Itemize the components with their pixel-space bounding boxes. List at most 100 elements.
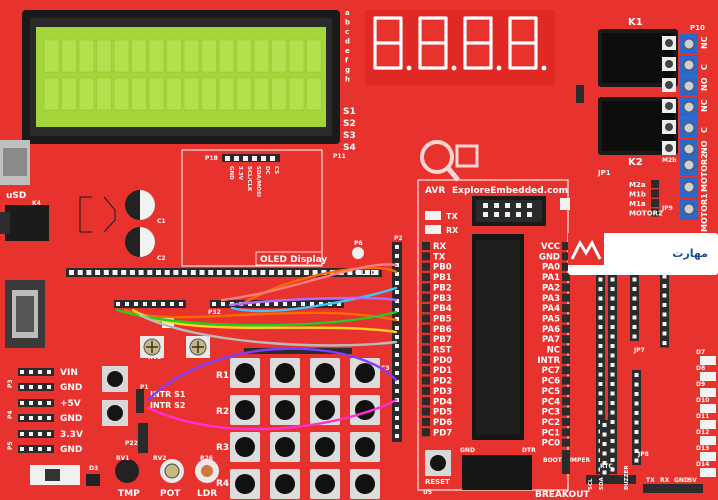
avr-right-pin <box>562 345 570 354</box>
right-header-hole <box>610 410 615 415</box>
led-label: D9 <box>696 381 705 388</box>
right-header-hole <box>634 382 639 387</box>
svg-text:RX: RX <box>446 226 459 235</box>
relay-k1: K1 <box>598 17 678 87</box>
avr-left-pin <box>422 335 430 344</box>
avr-left-pin <box>422 242 430 250</box>
svg-text:D3: D3 <box>89 465 98 472</box>
jp9-label: M2b <box>662 157 677 164</box>
lcd-cell <box>113 77 130 111</box>
lcd-cell <box>148 39 165 73</box>
right-header-hole <box>662 293 667 298</box>
digit-0 <box>373 16 403 70</box>
avr-right-pin-label: PC3 <box>542 408 560 418</box>
terminal-screw <box>683 203 695 215</box>
buzzer-outline <box>79 196 116 233</box>
right-header-hole <box>598 372 603 377</box>
keypad-4x4 <box>230 358 380 499</box>
svg-text:GND: GND <box>460 447 475 454</box>
digit-dot <box>496 65 502 71</box>
avr-right-pin <box>562 273 570 282</box>
right-header-hole <box>598 401 603 405</box>
right-header-hole <box>634 439 639 444</box>
avr-left-pin-label: PB0 <box>433 263 452 273</box>
isp-pin <box>516 212 521 217</box>
switch-label-3: S3 <box>343 131 356 141</box>
tmp-label: TMP <box>118 489 140 499</box>
uart-label: 5V <box>688 477 697 484</box>
avr-left-pin-label: PB5 <box>433 314 452 324</box>
led <box>700 356 716 365</box>
header-hole <box>234 270 240 275</box>
jumper-wire-7 <box>146 347 398 402</box>
lcd-cell <box>271 39 287 73</box>
avr-left-pin-label: PD1 <box>433 366 452 376</box>
side-hole <box>395 326 399 330</box>
lcd-cell <box>78 39 95 73</box>
avr-left-pin <box>422 386 430 395</box>
right-header-hole <box>598 315 603 320</box>
avr-module: AVR ExploreEmbedded.com GND DTR RESET U5… <box>417 179 591 500</box>
right-header-hole <box>598 287 603 291</box>
svg-text:DTR: DTR <box>522 447 536 454</box>
jumper-wire-2 <box>220 263 398 302</box>
avr-left-pin-label: PB2 <box>433 283 452 293</box>
lcd-cell <box>218 77 235 111</box>
motor-pin-label: M2a <box>629 181 646 189</box>
pin-hole <box>212 302 216 306</box>
watermark-logo: مهارت <box>568 233 718 275</box>
pin-hole <box>179 302 183 306</box>
avr-brand: ExploreEmbedded.com <box>452 186 568 196</box>
motor-pin <box>651 189 659 198</box>
reset-label: RESET <box>425 478 450 486</box>
right-header-hole <box>598 296 603 301</box>
header-hole <box>208 270 214 275</box>
rtc-label: RTC <box>600 463 613 470</box>
digit-dot <box>451 65 457 71</box>
avr-right-pin-label: PA7 <box>542 335 560 345</box>
header-hole <box>260 270 266 275</box>
right-header-hole <box>610 334 615 339</box>
lcd-cell <box>306 77 322 111</box>
avr-right-pin-label: VCC <box>541 242 560 252</box>
header-hole <box>199 270 205 275</box>
header-hole <box>77 270 83 275</box>
avr-right-pin <box>562 438 570 447</box>
motor1-label: MOTOR1 <box>700 193 709 232</box>
power-pin <box>47 447 51 451</box>
side-hole <box>395 299 399 303</box>
avr-right-pin <box>562 386 570 395</box>
right-header-hole <box>598 334 603 339</box>
led-label: D12 <box>696 429 709 436</box>
led-label: D14 <box>696 461 709 468</box>
side-hole <box>395 335 399 339</box>
lcd-cell <box>201 39 217 73</box>
relay-k2-label: K2 <box>628 157 643 168</box>
right-header-hole <box>610 372 615 377</box>
pin-hole <box>161 302 165 306</box>
right-header-hole <box>662 284 667 288</box>
bottom-sensors: D3 RV1 RV2 R26 TMP POT LDR P22 <box>30 423 219 499</box>
right-header-hole <box>598 353 603 358</box>
avr-right-pin-label: PA6 <box>542 325 560 335</box>
header-hole <box>216 270 222 275</box>
terminal-screw <box>683 122 695 134</box>
svg-text:P1: P1 <box>140 384 149 391</box>
isp-pin <box>494 203 499 208</box>
lcd-cell <box>43 39 60 73</box>
avr-left-pin <box>422 283 430 292</box>
segment-letter: a <box>345 9 350 17</box>
header-hole <box>347 270 353 275</box>
avr-right-pin-label: INTR <box>537 356 560 366</box>
lcd-cell <box>166 77 182 111</box>
lcd-cell <box>236 77 252 111</box>
power-pin-row <box>18 414 54 422</box>
side-hole <box>395 308 399 312</box>
lcd-cell <box>201 77 217 111</box>
right-header-hole <box>634 401 639 406</box>
oled-label: OLED Display <box>260 255 327 265</box>
lcd-cell <box>96 39 112 73</box>
pin-hole <box>319 302 323 306</box>
